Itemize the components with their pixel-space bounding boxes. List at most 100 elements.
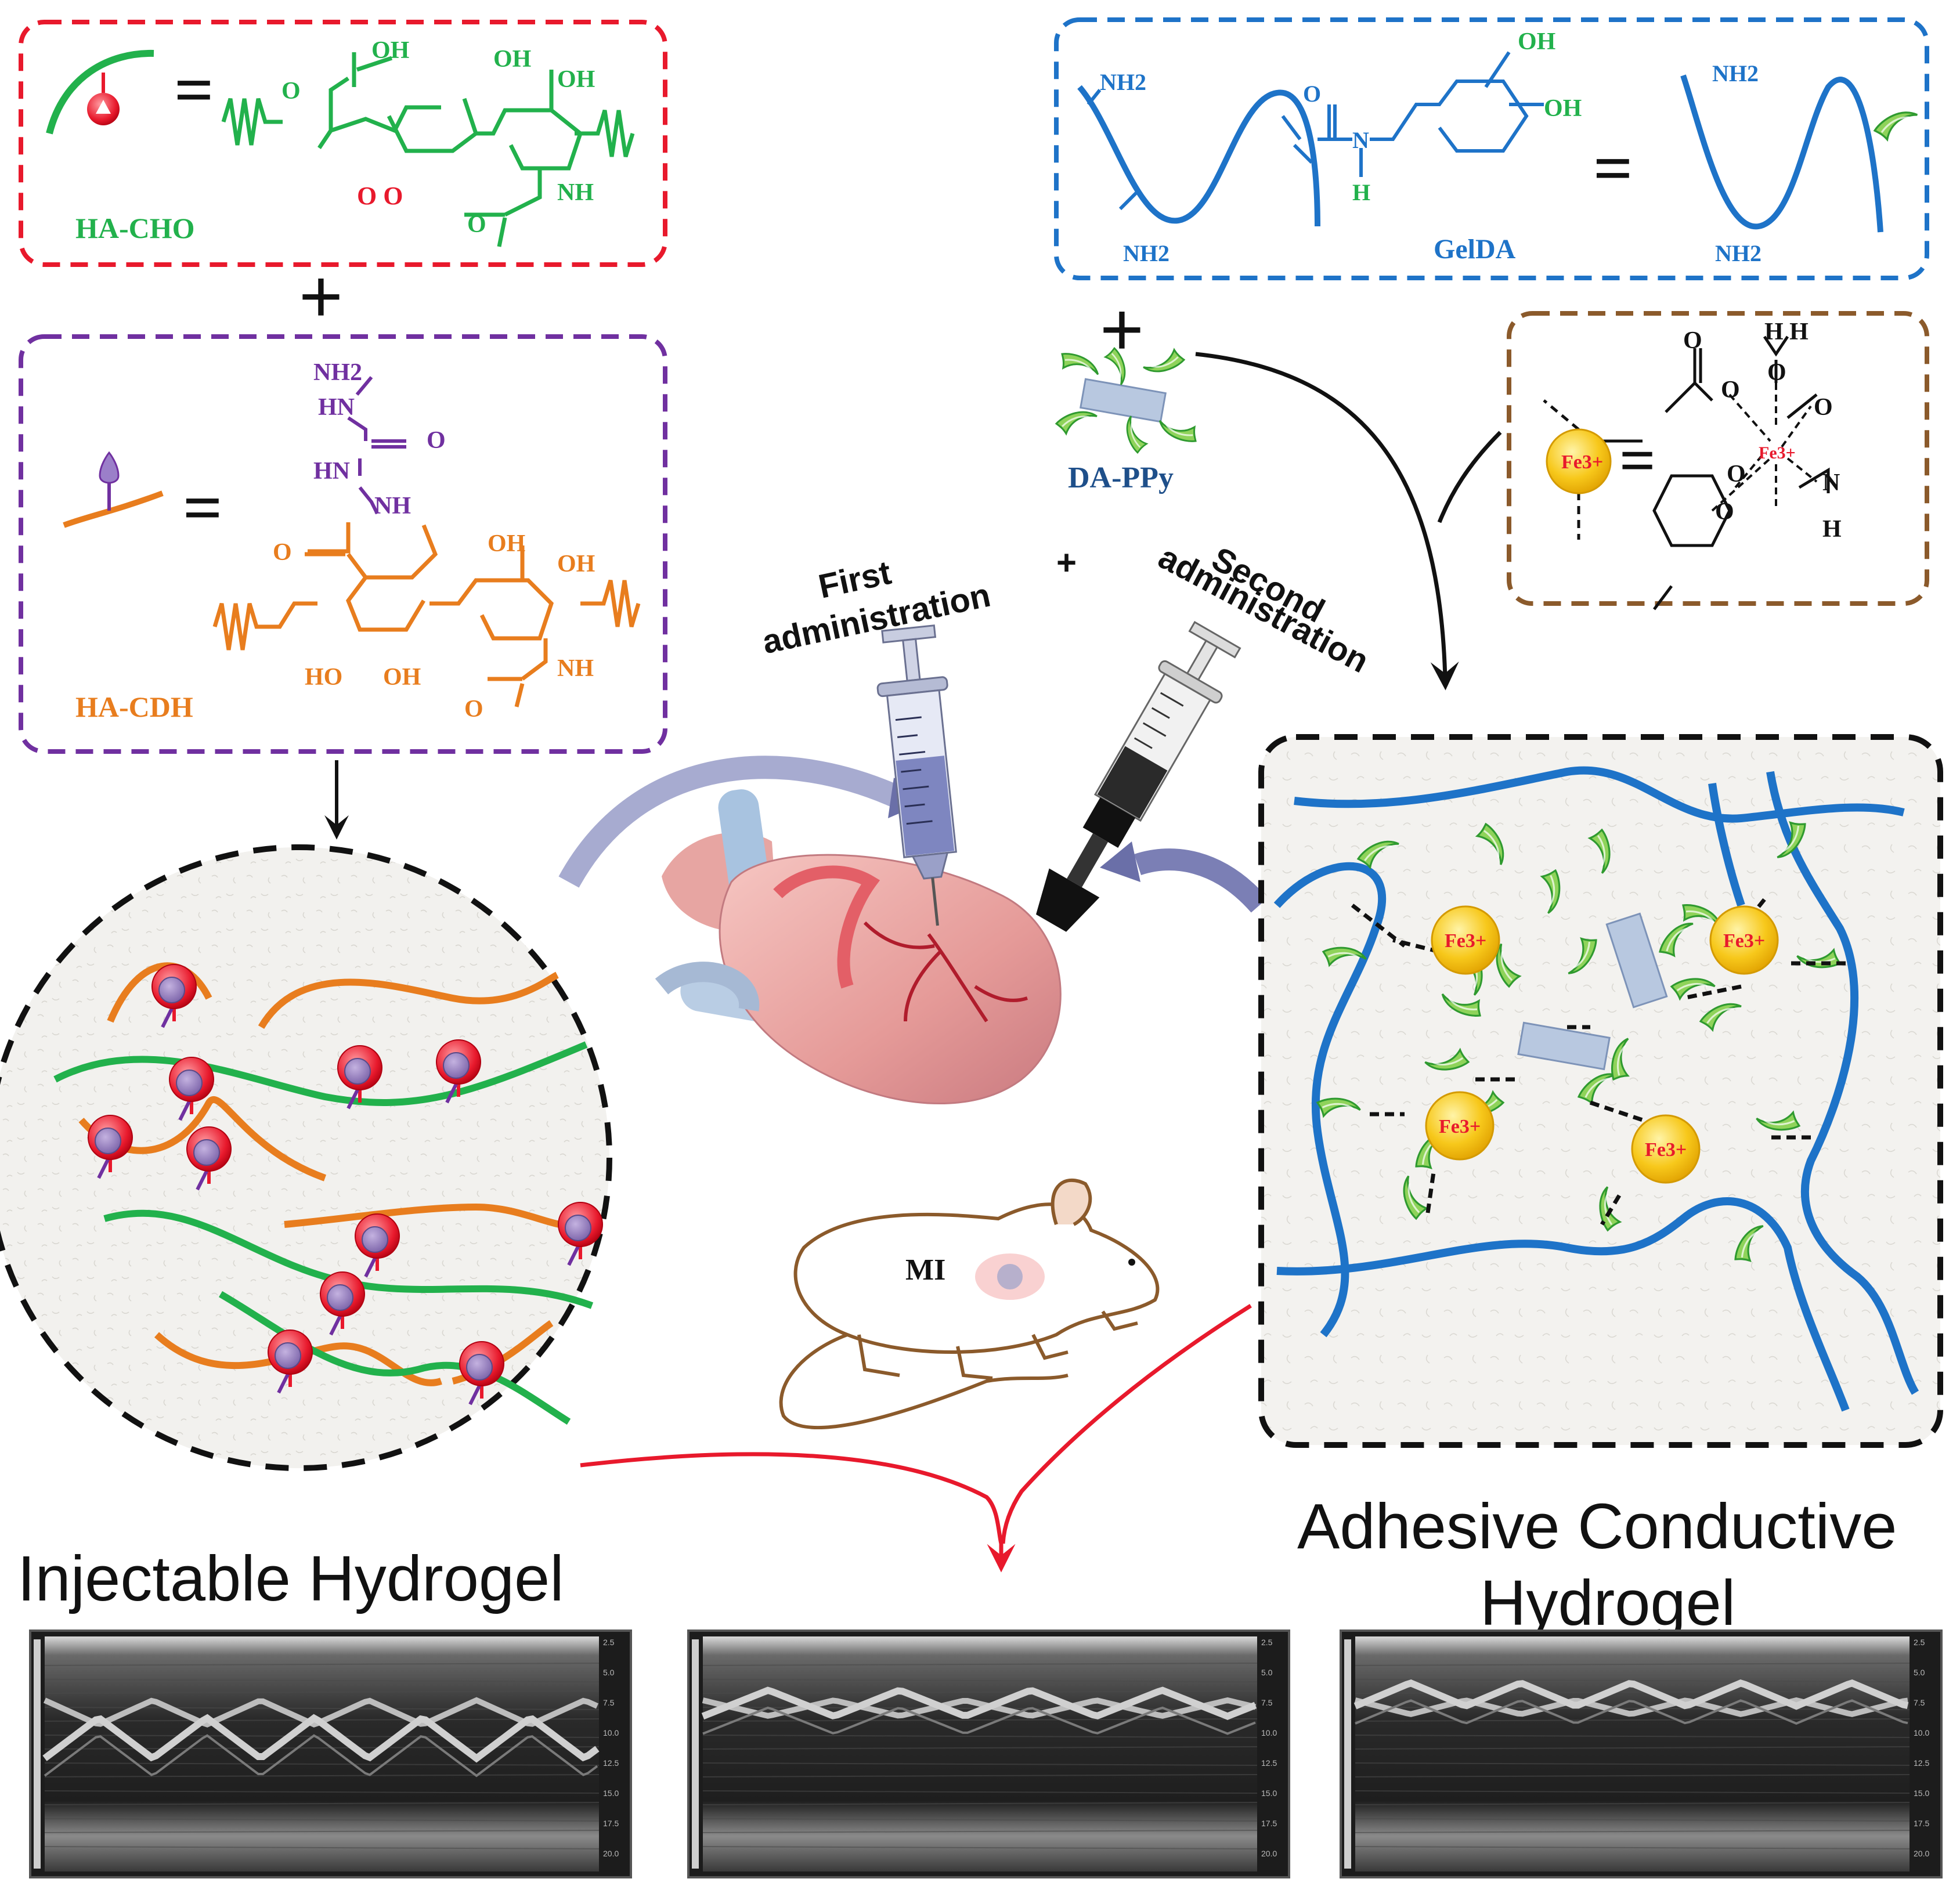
crosslinks [88,964,603,1406]
echo-panel: 2.55.07.510.012.515.017.520.0 [29,1630,632,1878]
ha-cho-label: HA-CHO [75,212,195,244]
ha-cdh-label: HA-CDH [75,691,193,723]
ha-cho-ring-oh-1: OH [493,46,531,73]
crosslink-node [355,1213,400,1278]
ha-cdh-nh-4: NH [557,655,594,682]
echo-scale-tick: 10.0 [603,1728,619,1737]
fe-box-o-1: O [1683,327,1702,354]
echo-scale-tick: 15.0 [1914,1789,1929,1798]
ha-cho-o-acid: O [281,78,301,104]
gelda-simplified-chain [1680,74,1883,233]
ha-cdh-nh2: NH2 [313,359,362,386]
equals-sign-3: = [1593,129,1633,207]
fe-ion-node: Fe3+ [1431,905,1500,975]
second-administration-line-2: administration [1153,538,1375,680]
center-illustration: First administration + Second administra… [558,538,1375,1429]
coordination-bond [1351,904,1406,948]
echo-scale-tick: 7.5 [603,1698,615,1707]
center-plus: + [1056,543,1077,582]
fe-box-n: N [1822,469,1840,496]
ha-cdh-ring-oh-3: OH [383,664,421,691]
ha-cho-nh: NH [557,179,594,206]
ha-cdh-ring-oh-1: OH [488,530,525,557]
echo-scale-tick: 5.0 [603,1668,615,1677]
echo-scale-tick: 10.0 [1261,1728,1277,1737]
coordination-bond [1589,1100,1644,1122]
ha-cho-oh-label: OH [371,37,409,64]
gelda-nh2-1: NH2 [1100,69,1146,95]
ppy-rods [1517,912,1668,1071]
mouse-illustration [779,1178,1160,1429]
ha-cdh-ring-oh-2: OH [557,551,595,577]
adhesive-conductive-title-line-1: Adhesive Conductive [1297,1491,1897,1562]
ha-cdh-dashed-border [19,334,667,754]
injectable-hydrogel-network [0,844,612,1471]
ha-cho-chain-symbol [46,49,154,135]
ha-cdh-ring-ho: HO [305,664,342,691]
fe-ion-symbol [1546,428,1612,494]
fe-ion-label: Fe3+ [1445,930,1486,952]
crosslink-node [337,1045,382,1110]
crosslink-node [320,1271,365,1336]
red-arrow-left [580,1452,1004,1544]
crosslink-node [459,1341,504,1406]
echo-scale-tick: 12.5 [1914,1758,1929,1768]
crosslink-node [169,1057,214,1121]
ha-cdh-chain-symbol [63,490,164,528]
ha-cdh-hn-1: HN [318,394,355,421]
plus-sign-left: + [299,254,343,338]
ha-cho-structure [221,52,635,247]
crosslink-node [186,1126,232,1191]
first-administration-arrow [558,756,911,888]
echo-scale-tick: 20.0 [603,1849,619,1858]
echo-scale-tick: 5.0 [1261,1668,1273,1677]
ha-cho-o-amide: O [467,211,486,238]
gelda-nh2-2: NH2 [1123,240,1169,266]
coordination-bond [1683,984,1742,1000]
ha-cdh-sugar-structure [212,522,641,707]
ha-cdh-o-carbonyl: O [427,427,446,454]
echo-panel: 2.55.07.510.012.515.017.520.0 [687,1630,1290,1878]
crosslink-node [88,1115,133,1179]
fe-ion-node: Fe3+ [1709,905,1779,975]
ha-cdh-hydrazide-structure [347,376,406,515]
fe-box-o-3: O [1767,359,1786,386]
adhesive-conductive-network: Fe3+ Fe3+ Fe3+ Fe3+ [1258,734,1943,1448]
crosslink-node [558,1202,603,1266]
fe-box-o-4: O [1814,394,1833,421]
echo-scale-tick: 2.5 [1914,1638,1925,1647]
coordination-bond [1600,1194,1622,1226]
heart-illustration [655,789,1062,1104]
equals-sign-4: = [1619,425,1656,496]
gelda-panel: NH2 NH2 O N H OH OH GelDA = NH2 NH2 [1054,17,1929,280]
ha-cho-dashed-border [19,20,667,267]
second-administration-arrow [1134,848,1268,913]
fe-ion-label: Fe3+ [1439,1116,1481,1137]
fe-ion-label: Fe3+ [1645,1139,1687,1161]
fe-box-center-fe: Fe3+ [1759,443,1796,463]
echo-scale-tick: 2.5 [1261,1638,1273,1647]
fe-ion-nodes: Fe3+ Fe3+ Fe3+ Fe3+ [1425,905,1779,1184]
da-ppy-particle: DA-PPy [1054,346,1201,494]
fe-box-o-2: O [1721,377,1740,403]
gelda-n: N [1352,127,1369,153]
gelda-chain [1077,85,1320,227]
fe-coordination-panel: Fe3+ = O O H H O O Fe3+ O O N H [1507,311,1929,610]
echo-scale-tick: 2.5 [603,1638,615,1647]
echo-scale-tick: 17.5 [1914,1819,1929,1828]
echo-scale-tick: 17.5 [603,1819,619,1828]
fe-ion-node: Fe3+ [1425,1091,1495,1161]
crosslink-node [436,1039,481,1104]
injectable-circle-border [0,844,612,1471]
coordination-bond [1425,1172,1436,1213]
crosslink-node [151,964,197,1028]
ha-cho-aldehyde-oxygens: O O [357,182,403,210]
echo-scale-tick: 7.5 [1914,1698,1925,1707]
ha-cho-ring-oh-2: OH [557,66,595,93]
ha-cdh-hn-2: HN [313,458,350,485]
echo-scale-tick: 17.5 [1261,1819,1277,1828]
fe-symbol-label: Fe3+ [1561,451,1603,473]
ha-cdh-panel: = NH2 HN O HN NH O OH OH HO OH NH O HA-C… [19,334,667,754]
ha-cdh-o-acid: O [273,539,292,566]
